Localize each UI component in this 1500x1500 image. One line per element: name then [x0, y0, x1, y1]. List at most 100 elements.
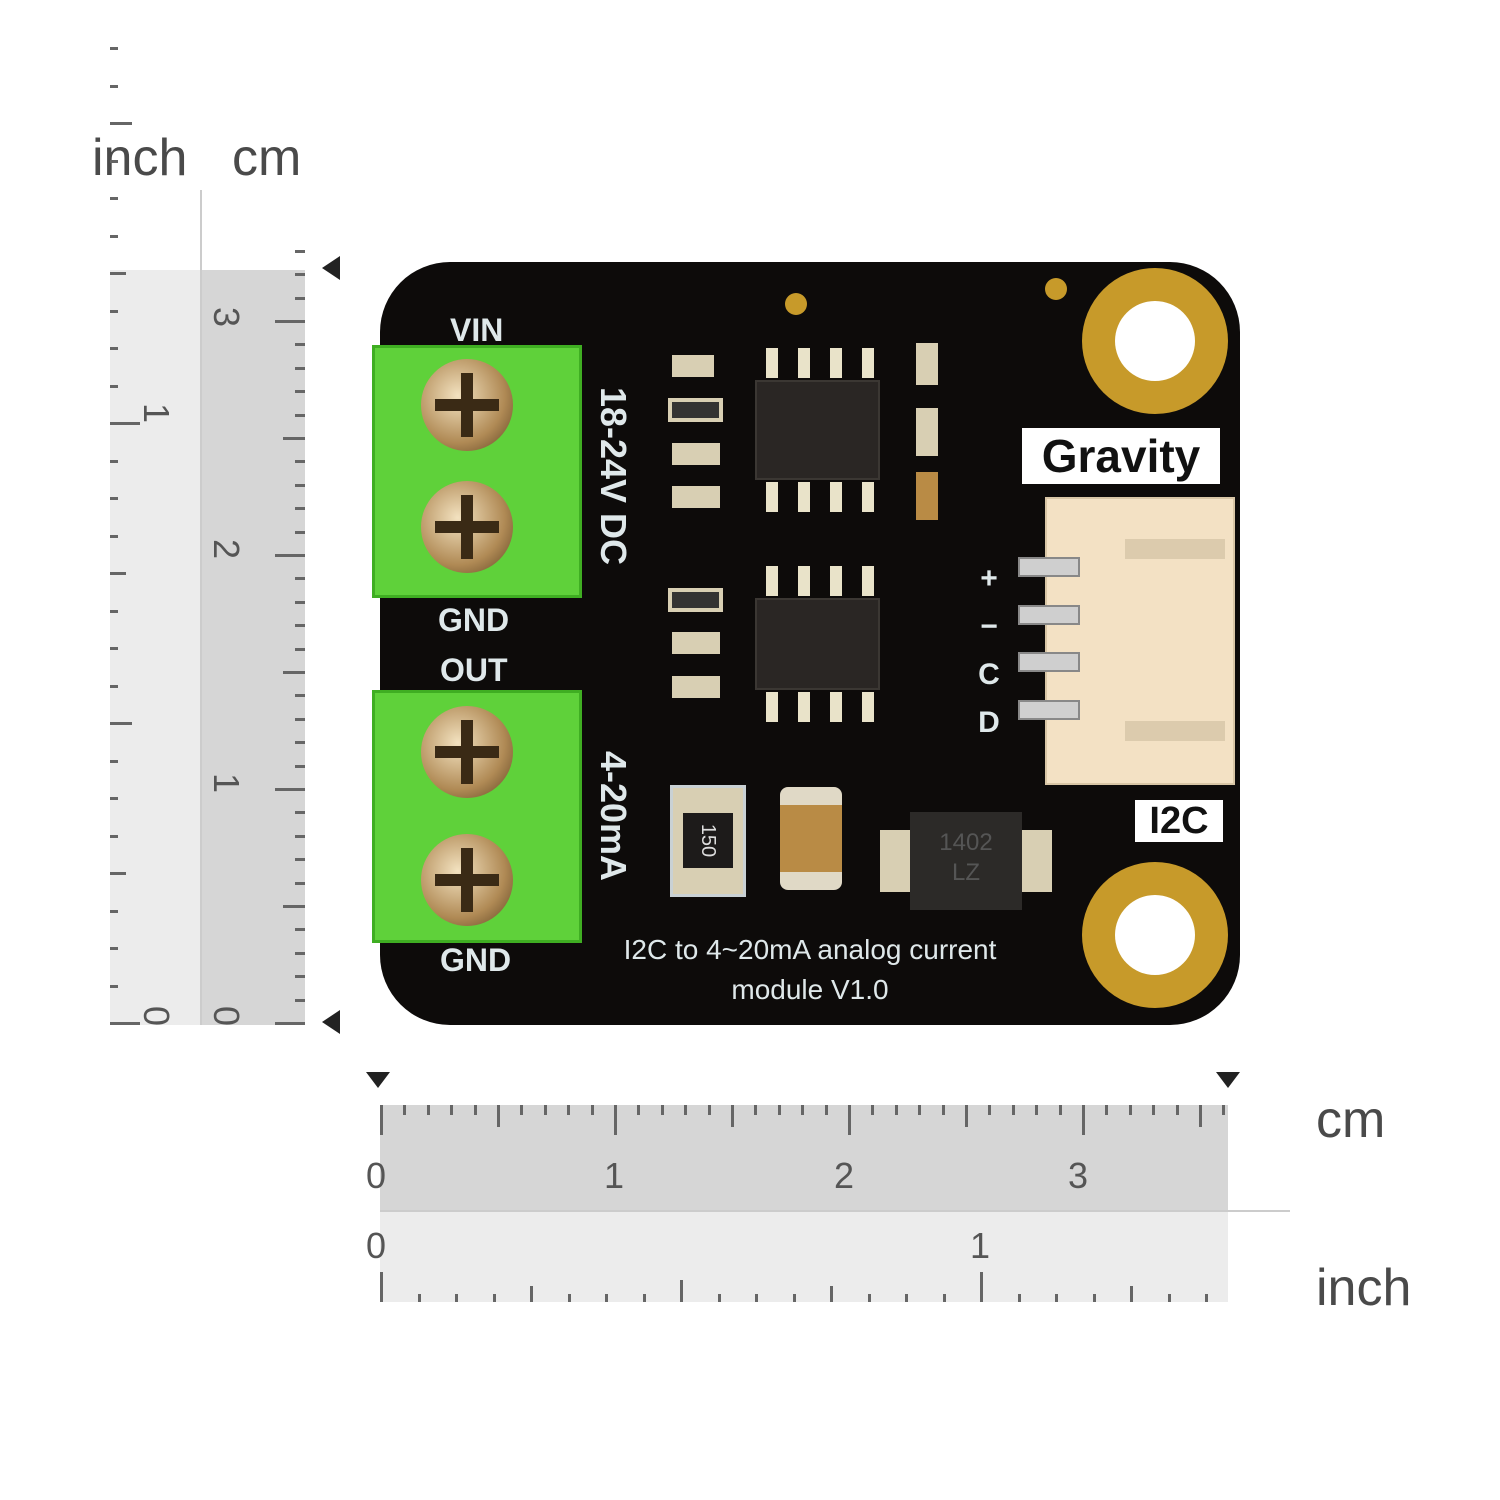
ruler-tick	[110, 947, 118, 950]
ruler-tick	[295, 530, 305, 534]
ruler-tick	[965, 1105, 968, 1127]
bottom-inch-0: 0	[366, 1225, 387, 1266]
screw-icon[interactable]	[421, 359, 513, 451]
ruler-tick	[1167, 1294, 1171, 1302]
diode-code-2: LZ	[951, 859, 980, 886]
ruler-tick	[1017, 1294, 1021, 1302]
brand-label: Gravity	[1022, 428, 1220, 484]
ic-chip-2	[755, 598, 880, 690]
ruler-tick	[110, 1022, 140, 1025]
ruler-tick	[110, 422, 140, 425]
ruler-tick	[295, 296, 305, 300]
ruler-tick	[110, 722, 132, 725]
ruler-tick	[295, 717, 305, 721]
ruler-tick	[110, 347, 118, 350]
ruler-tick	[1130, 1286, 1133, 1302]
bottom-ruler-inch-label: inch	[1316, 1259, 1412, 1317]
left-cm-2: 2	[206, 538, 248, 560]
ruler-tick	[295, 811, 305, 815]
resistor-code: 150	[697, 823, 720, 858]
left-ruler-inch-band	[110, 270, 200, 1025]
board-title-line1: I2C to 4~20mA analog current	[623, 934, 997, 965]
mounting-hole-bottom	[1082, 862, 1228, 1008]
ruler-tick	[110, 797, 118, 800]
ruler-tick	[295, 998, 305, 1002]
ruler-tick	[426, 1105, 430, 1115]
gnd-bottom-label: GND	[440, 942, 512, 978]
smd-component	[916, 408, 938, 456]
resistor: 150	[670, 785, 746, 897]
left-inch-0: 0	[136, 1005, 178, 1027]
ruler-tick	[295, 975, 305, 979]
out-label: OUT	[440, 652, 508, 688]
smd-component	[916, 343, 938, 385]
smd-component	[672, 443, 720, 465]
ruler-tick	[567, 1105, 571, 1115]
ruler-tick	[295, 741, 305, 745]
pad-dot	[1045, 278, 1067, 300]
ruler-tick	[717, 1294, 721, 1302]
ruler-tick	[680, 1280, 683, 1302]
screw-icon[interactable]	[421, 481, 513, 573]
ruler-tick	[110, 534, 118, 538]
diode-code-1: 1402	[939, 829, 993, 856]
diode: 1402 LZ	[880, 812, 1052, 910]
capacitor-large	[780, 787, 842, 890]
ruler-tick	[110, 47, 118, 50]
ruler-tick	[110, 909, 118, 913]
ruler-tick	[824, 1105, 828, 1115]
pad-dot	[785, 293, 807, 315]
screw-icon[interactable]	[421, 834, 513, 926]
screw-icon[interactable]	[421, 706, 513, 798]
smd-component	[672, 632, 720, 654]
ruler-tick	[295, 647, 305, 651]
ruler-tick	[403, 1105, 407, 1115]
smd-component	[672, 486, 720, 508]
i2c-connector[interactable]	[1045, 497, 1235, 785]
ruler-tick	[614, 1105, 617, 1135]
ruler-tick	[1222, 1105, 1226, 1115]
ruler-tick	[275, 788, 305, 791]
top-arrow-icon	[322, 256, 340, 280]
right-arrow-icon	[1216, 1072, 1240, 1088]
ruler-tick	[473, 1105, 477, 1115]
ruler-tick	[283, 437, 305, 440]
bottom-inch-1: 1	[970, 1225, 991, 1266]
ruler-tick	[380, 1105, 383, 1135]
ruler-tick	[941, 1105, 945, 1115]
interface-label: I2C	[1135, 800, 1223, 842]
bottom-cm-3: 3	[1068, 1155, 1089, 1196]
ruler-tick	[543, 1105, 547, 1115]
connector-pin-labels: + − C D	[975, 555, 1003, 747]
ruler-tick	[830, 1286, 833, 1302]
smd-component	[672, 676, 720, 698]
ruler-tick	[1128, 1105, 1132, 1115]
ruler-tick	[707, 1105, 711, 1115]
ruler-tick	[295, 366, 305, 370]
ruler-tick	[110, 84, 118, 88]
bottom-arrow-icon	[322, 1010, 340, 1034]
ruler-tick	[295, 834, 305, 838]
ruler-tick	[492, 1294, 496, 1302]
ruler-tick	[110, 984, 118, 988]
pin-label-minus: −	[980, 610, 998, 643]
connector-pin	[1018, 605, 1080, 625]
ruler-tick	[450, 1105, 454, 1115]
ruler-tick	[1082, 1105, 1085, 1135]
ruler-tick	[520, 1105, 524, 1115]
ic-pin	[766, 348, 778, 378]
left-cm-0: 0	[206, 1005, 248, 1027]
ruler-tick	[918, 1105, 922, 1115]
ruler-tick	[590, 1105, 594, 1115]
ruler-tick	[110, 609, 118, 613]
current-label: 4-20mA	[593, 750, 634, 882]
ruler-tick	[275, 320, 305, 323]
ic-pin	[862, 566, 874, 596]
ruler-tick	[295, 928, 305, 932]
ic-pin	[766, 482, 778, 512]
ruler-tick	[777, 1105, 781, 1115]
ruler-tick	[1152, 1105, 1156, 1115]
ic-pin	[798, 482, 810, 512]
ruler-tick	[1205, 1294, 1208, 1302]
bottom-cm-0: 0	[366, 1155, 387, 1196]
